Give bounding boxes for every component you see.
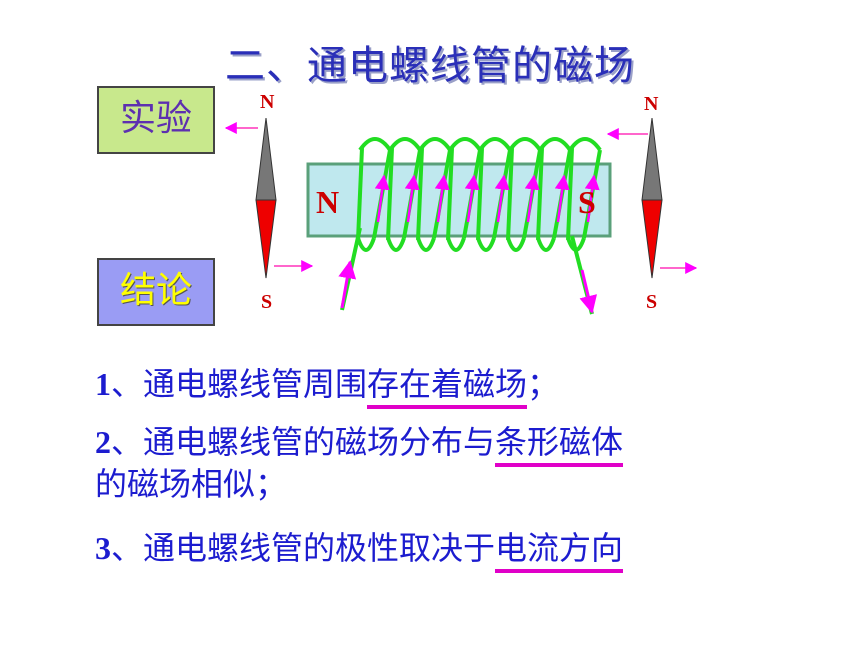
coil-turn-bottom	[416, 237, 436, 252]
coil-turn-bottom	[506, 237, 526, 252]
coil-turn-back	[478, 137, 512, 152]
right-needle-s-label: S	[646, 291, 657, 313]
coil-turn-back	[508, 137, 542, 152]
right-lead-current-arrow	[579, 269, 598, 314]
current-arrow	[374, 174, 390, 223]
current-arrow	[554, 174, 570, 223]
conclusion-label: 结论	[97, 258, 215, 326]
current-arrow	[494, 174, 510, 223]
conclusion-3: 3、通电螺线管的极性取决于电流方向	[95, 527, 624, 573]
left-needle-s-label: S	[261, 291, 272, 313]
current-direction-arrows	[374, 174, 600, 223]
conclusion-1-emphasis: 存在着磁场	[367, 365, 528, 409]
current-arrow	[584, 174, 600, 223]
coil-turn-back	[388, 137, 422, 152]
conclusion-3-emphasis: 电流方向	[495, 529, 624, 573]
current-arrow	[404, 174, 420, 223]
conclusion-2-emphasis: 条形磁体	[495, 423, 624, 467]
left-compass-needle	[255, 117, 277, 279]
current-arrow	[434, 174, 450, 223]
coil-turn-front	[476, 147, 484, 241]
coil-turn-bottom	[356, 237, 376, 252]
coil-turn-front	[386, 147, 394, 241]
current-arrow	[524, 174, 540, 223]
current-arrow	[464, 174, 480, 223]
coil-turn-back	[538, 137, 572, 152]
coil-turn-front	[356, 147, 364, 241]
coil-turn-front	[446, 147, 454, 241]
coil-turn-back	[448, 137, 482, 152]
coil-turn-front	[566, 147, 574, 241]
coil-turn-front	[536, 147, 544, 241]
coil-turn-front	[506, 147, 514, 241]
conclusion-1: 1、通电螺线管周围存在着磁场；	[95, 363, 559, 409]
coil-turn-bottom	[476, 237, 496, 252]
coil-turn-front	[416, 147, 424, 241]
right-compass-needle	[641, 117, 663, 279]
core-s-pole-label: S	[578, 184, 596, 220]
conclusion-2: 2、通电螺线管的磁场分布与条形磁体	[95, 421, 624, 467]
coil-turn-back	[418, 137, 452, 152]
left-needle-n-label: N	[260, 91, 275, 113]
experiment-label: 实验	[97, 86, 215, 154]
left-lead-current-arrow	[338, 260, 357, 309]
core-n-pole-label: N	[316, 184, 339, 220]
coil-turn-back	[568, 137, 602, 152]
right-needle-n-label: N	[644, 93, 659, 115]
coil-turn-back	[358, 137, 392, 152]
coil-turn-bottom	[386, 237, 406, 252]
page-title: 二、通电螺线管的磁场	[225, 43, 635, 89]
coil-turn-bottom	[446, 237, 466, 252]
coil-back-windings	[356, 137, 602, 252]
conclusion-2-line2: 的磁场相似；	[95, 465, 288, 503]
coil-turn-bottom	[536, 237, 556, 252]
